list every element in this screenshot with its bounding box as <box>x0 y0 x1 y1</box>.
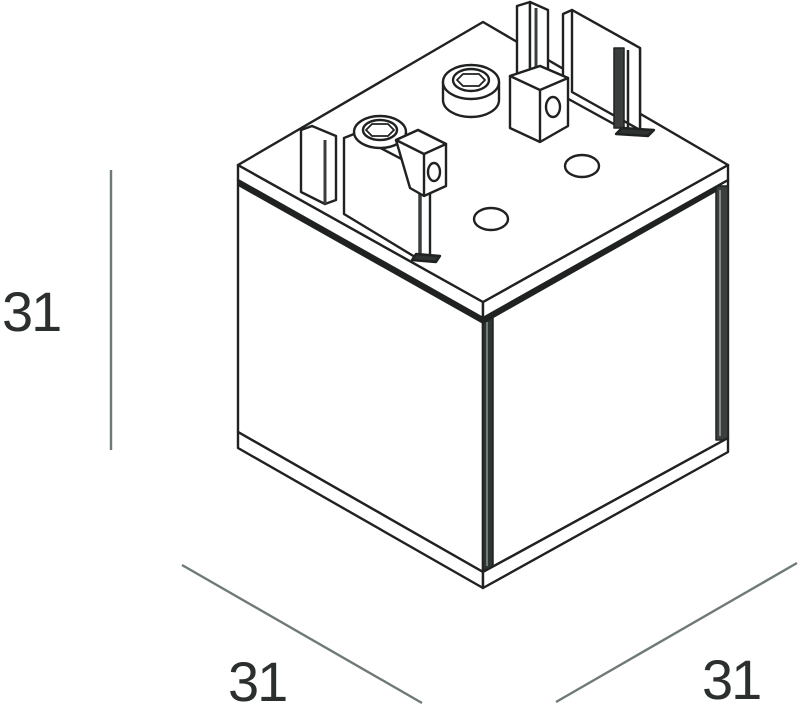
front-edge-strip <box>482 317 494 571</box>
mount-hole-front <box>472 206 510 232</box>
top-face <box>236 20 730 304</box>
mount-hole-right <box>563 153 601 179</box>
screw-back <box>441 63 501 119</box>
dimension-label-width: 31 <box>702 648 762 711</box>
dimension-label-depth: 31 <box>228 650 288 713</box>
bottom-slab <box>236 430 730 590</box>
terminal-block-left <box>394 128 448 198</box>
screw-left <box>352 114 408 150</box>
dimension-line-width <box>555 561 798 704</box>
dimension-line-depth <box>181 563 423 705</box>
terminal-clip-back <box>515 0 656 138</box>
dimension-label-height: 31 <box>2 280 62 343</box>
terminal-block-back <box>508 64 570 144</box>
top-slab <box>236 163 730 324</box>
right-edge-strip <box>715 185 729 441</box>
